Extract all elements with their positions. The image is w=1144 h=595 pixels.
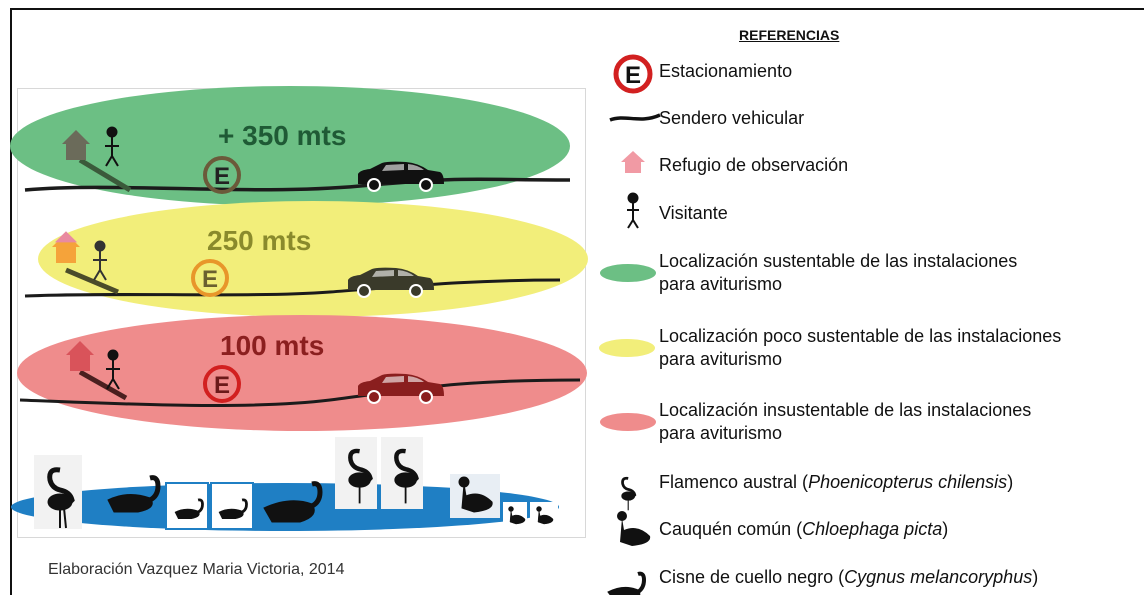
legend-road-text: Sendero vehicular <box>659 108 805 128</box>
legend-parking-text: Estacionamiento <box>659 61 793 81</box>
zone-less-sustainable <box>24 201 588 317</box>
yellow-ellipse-icon <box>599 339 655 357</box>
legend-flamingo-common: Flamenco austral ( <box>659 472 809 492</box>
green-ellipse-icon <box>600 264 656 282</box>
distance-label-zone2: 250 mts <box>207 225 312 256</box>
legend-visitor-text: Visitante <box>659 203 728 223</box>
legend-shelter-text: Refugio de observación <box>659 155 849 175</box>
parking-sign-zone1: E <box>203 156 241 194</box>
legend-goose-close: ) <box>942 519 949 539</box>
goose-icon <box>617 511 651 546</box>
legend-flamingo-text: Flamenco austral (Phoenicopterus chilens… <box>659 471 1013 493</box>
legend-swan-common: Cisne de cuello negro ( <box>659 567 845 587</box>
legend-green-line1: Localización sustentable de las instalac… <box>659 251 1018 271</box>
legend-yellow-line1: Localización poco sustentable de las ins… <box>659 326 1062 346</box>
legend-green-line2: para aviturismo <box>659 274 783 294</box>
zone-sustainable <box>10 86 571 206</box>
swan-icon <box>607 571 647 595</box>
frame-top-border <box>10 8 1144 10</box>
parking-icon: E <box>613 54 653 94</box>
legend-swan-scientific: Cygnus melancoryphus <box>844 567 1033 587</box>
visitor-icon <box>627 192 639 229</box>
road-line-icon <box>609 113 661 122</box>
svg-text:E: E <box>625 62 641 89</box>
legend-flamingo-close: ) <box>1007 472 1014 492</box>
parking-sign-zone3: E <box>203 365 241 403</box>
flamingo-icon <box>621 476 637 511</box>
zone-unsustainable <box>17 315 587 431</box>
legend-yellow-line2: para aviturismo <box>659 349 783 369</box>
bird-silhouettes <box>47 448 554 529</box>
legend-red-line2: para aviturismo <box>659 423 783 443</box>
credit-text: Elaboración Vazquez Maria Victoria, 2014 <box>48 561 345 578</box>
legend-goose-text: Cauquén común (Chloephaga picta) <box>659 518 948 540</box>
legend-flamingo-scientific: Phoenicopterus chilensis <box>808 472 1008 492</box>
parking-sign-zone2: E <box>191 259 229 297</box>
legend-swan-text: Cisne de cuello negro (Cygnus melancoryp… <box>659 566 1038 588</box>
distance-label-zone1: + 350 mts <box>218 120 347 151</box>
legend-goose-common: Cauquén común ( <box>659 519 803 539</box>
frame-left-border <box>10 8 12 595</box>
legend-title: REFERENCIAS <box>739 27 840 43</box>
svg-text:E: E <box>202 266 218 293</box>
legend-swan-close: ) <box>1032 567 1039 587</box>
svg-text:E: E <box>214 372 230 399</box>
shelter-icon <box>621 151 645 173</box>
distance-label-zone3: 100 mts <box>220 330 325 361</box>
legend-goose-scientific: Chloephaga picta <box>802 519 943 539</box>
red-ellipse-icon <box>600 413 656 431</box>
legend-red-line1: Localización insustentable de las instal… <box>659 400 1032 420</box>
svg-text:E: E <box>214 163 230 190</box>
